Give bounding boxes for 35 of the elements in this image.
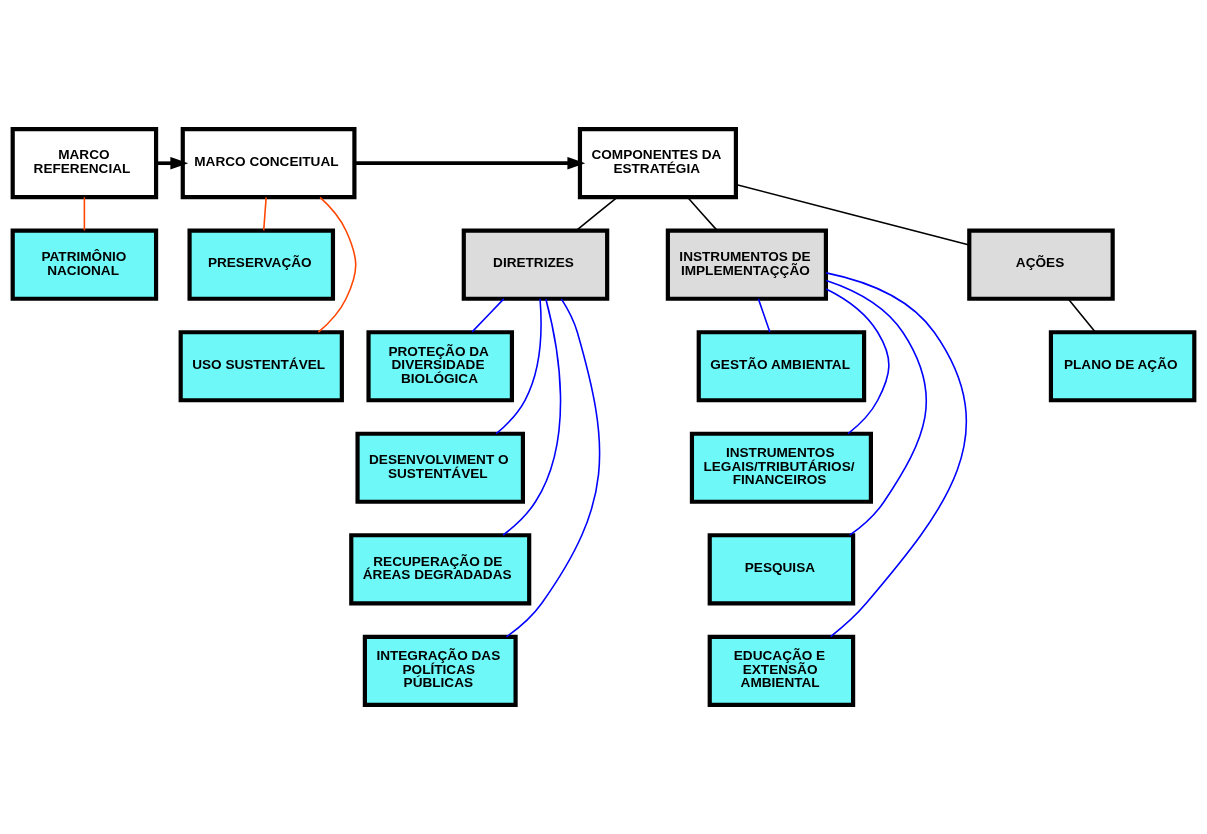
node-box: PRESERVAÇÃO: [187, 228, 336, 301]
node-box: GESTÃO AMBIENTAL: [696, 330, 867, 403]
connector: [757, 298, 771, 333]
connector: [317, 196, 357, 333]
node-box: RECUPERAÇÃO DE ÁREAS DEGRADADAS: [349, 533, 532, 606]
connector: [575, 196, 618, 232]
connector: [825, 272, 968, 638]
node-box: DESENVOLVIMENT O SUSTENTÁVEL: [355, 431, 525, 504]
connector: [825, 288, 890, 435]
node-box: INTEGRAÇÃO DAS POLÍTICAS PÚBLICAS: [362, 634, 518, 707]
connector: [1067, 298, 1097, 333]
node-box: DIRETRIZES: [461, 228, 610, 301]
connector: [83, 196, 86, 232]
connector: [505, 298, 601, 638]
node-box: PESQUISA: [707, 533, 856, 606]
connector: [686, 196, 718, 232]
arrow: [354, 156, 586, 170]
node-box: USO SUSTENTÁVEL: [178, 330, 344, 403]
connector: [262, 196, 267, 232]
node-box: EDUCAÇÃO E EXTENSÃO AMBIENTAL: [707, 634, 856, 707]
node-box: PROTEÇÃO DA DIVERSIDADE BIOLÓGICA: [366, 330, 514, 403]
arrow: [156, 156, 189, 170]
node-box: COMPONENTES DA ESTRATÉGIA: [577, 127, 738, 200]
connector: [495, 298, 542, 435]
connector: [471, 298, 505, 333]
connector: [735, 183, 971, 246]
node-box: INSTRUMENTOS LEGAIS/TRIBUTÁRIOS/ FINANCEIROS: [689, 431, 873, 504]
node-box: AÇÕES: [967, 228, 1115, 301]
node-box: PATRIMÔNIO NACIONAL: [10, 228, 159, 301]
node-box: MARCO CONCEITUAL: [180, 127, 357, 200]
node-box: PLANO DE AÇÃO: [1048, 330, 1197, 403]
node-box: MARCO REFERENCIAL: [10, 127, 159, 200]
connector: [825, 279, 928, 536]
node-box: INSTRUMENTOS DE IMPLEMENTAÇÇÃO: [665, 228, 828, 301]
connector: [502, 298, 562, 536]
